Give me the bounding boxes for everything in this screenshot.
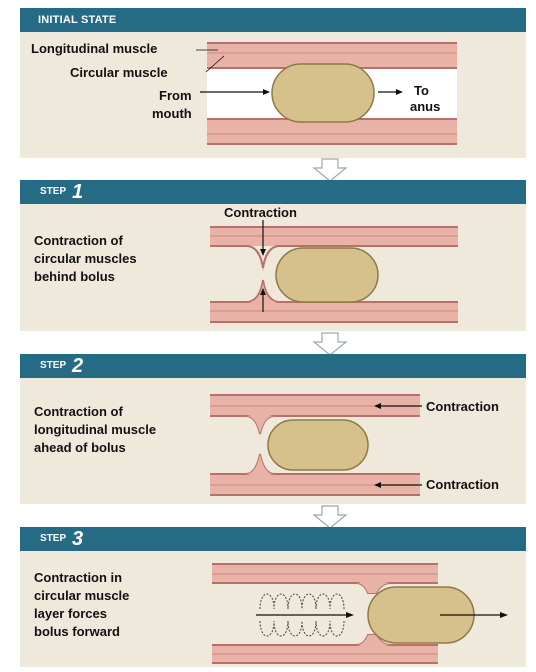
- lower-intestine-wall: [207, 119, 457, 145]
- panel-step-1: STEP 1 Contraction Contraction of circul…: [20, 180, 526, 331]
- label-longitudinal-muscle: Longitudinal muscle: [31, 41, 158, 56]
- intestine-illustration-step-2: [210, 394, 422, 496]
- panel-title: INITIAL STATE: [38, 14, 117, 26]
- panel-header: STEP 1: [20, 180, 526, 204]
- food-bolus: [271, 63, 375, 123]
- panel-header: STEP 3: [20, 527, 526, 551]
- panel-step-2: STEP 2 Contraction Contraction Contracti…: [20, 354, 526, 504]
- step-number: 2: [72, 355, 84, 377]
- intestine-illustration-initial: [196, 42, 457, 145]
- step-label: STEP: [40, 186, 67, 197]
- panel-header: INITIAL STATE: [20, 8, 526, 32]
- label-from-mouth-2: mouth: [152, 106, 192, 121]
- panel-initial-state: INITIAL STATE Longitudinal muscle Circul…: [20, 8, 526, 158]
- food-bolus: [275, 247, 379, 303]
- label-to-anus-2: anus: [410, 99, 441, 114]
- step-label: STEP: [40, 360, 67, 371]
- label-from-mouth-1: From: [159, 88, 192, 103]
- down-arrow-icon: [312, 158, 348, 182]
- label-contraction: Contraction: [224, 205, 297, 220]
- label-to-anus-1: To: [414, 83, 429, 98]
- step-number: 1: [72, 181, 84, 203]
- step-description: Contraction of longitudinal muscle ahead…: [34, 404, 157, 455]
- step-description: Contraction of circular muscles behind b…: [34, 233, 137, 284]
- panel-header: STEP 2: [20, 354, 526, 378]
- label-contraction-top: Contraction: [426, 399, 499, 414]
- down-arrow-icon: [312, 332, 348, 356]
- down-arrow-icon: [312, 505, 348, 529]
- intestine-illustration-step-3: [212, 563, 508, 664]
- label-circular-muscle: Circular muscle: [70, 65, 168, 80]
- intestine-illustration-step-1: [210, 220, 458, 323]
- step-label: STEP: [40, 533, 67, 544]
- panel-step-3: STEP 3 Contraction in circular muscle la…: [20, 527, 526, 667]
- step-number: 3: [72, 528, 84, 550]
- label-contraction-bottom: Contraction: [426, 477, 499, 492]
- food-bolus: [267, 419, 369, 471]
- step-description: Contraction in circular muscle layer for…: [34, 570, 130, 639]
